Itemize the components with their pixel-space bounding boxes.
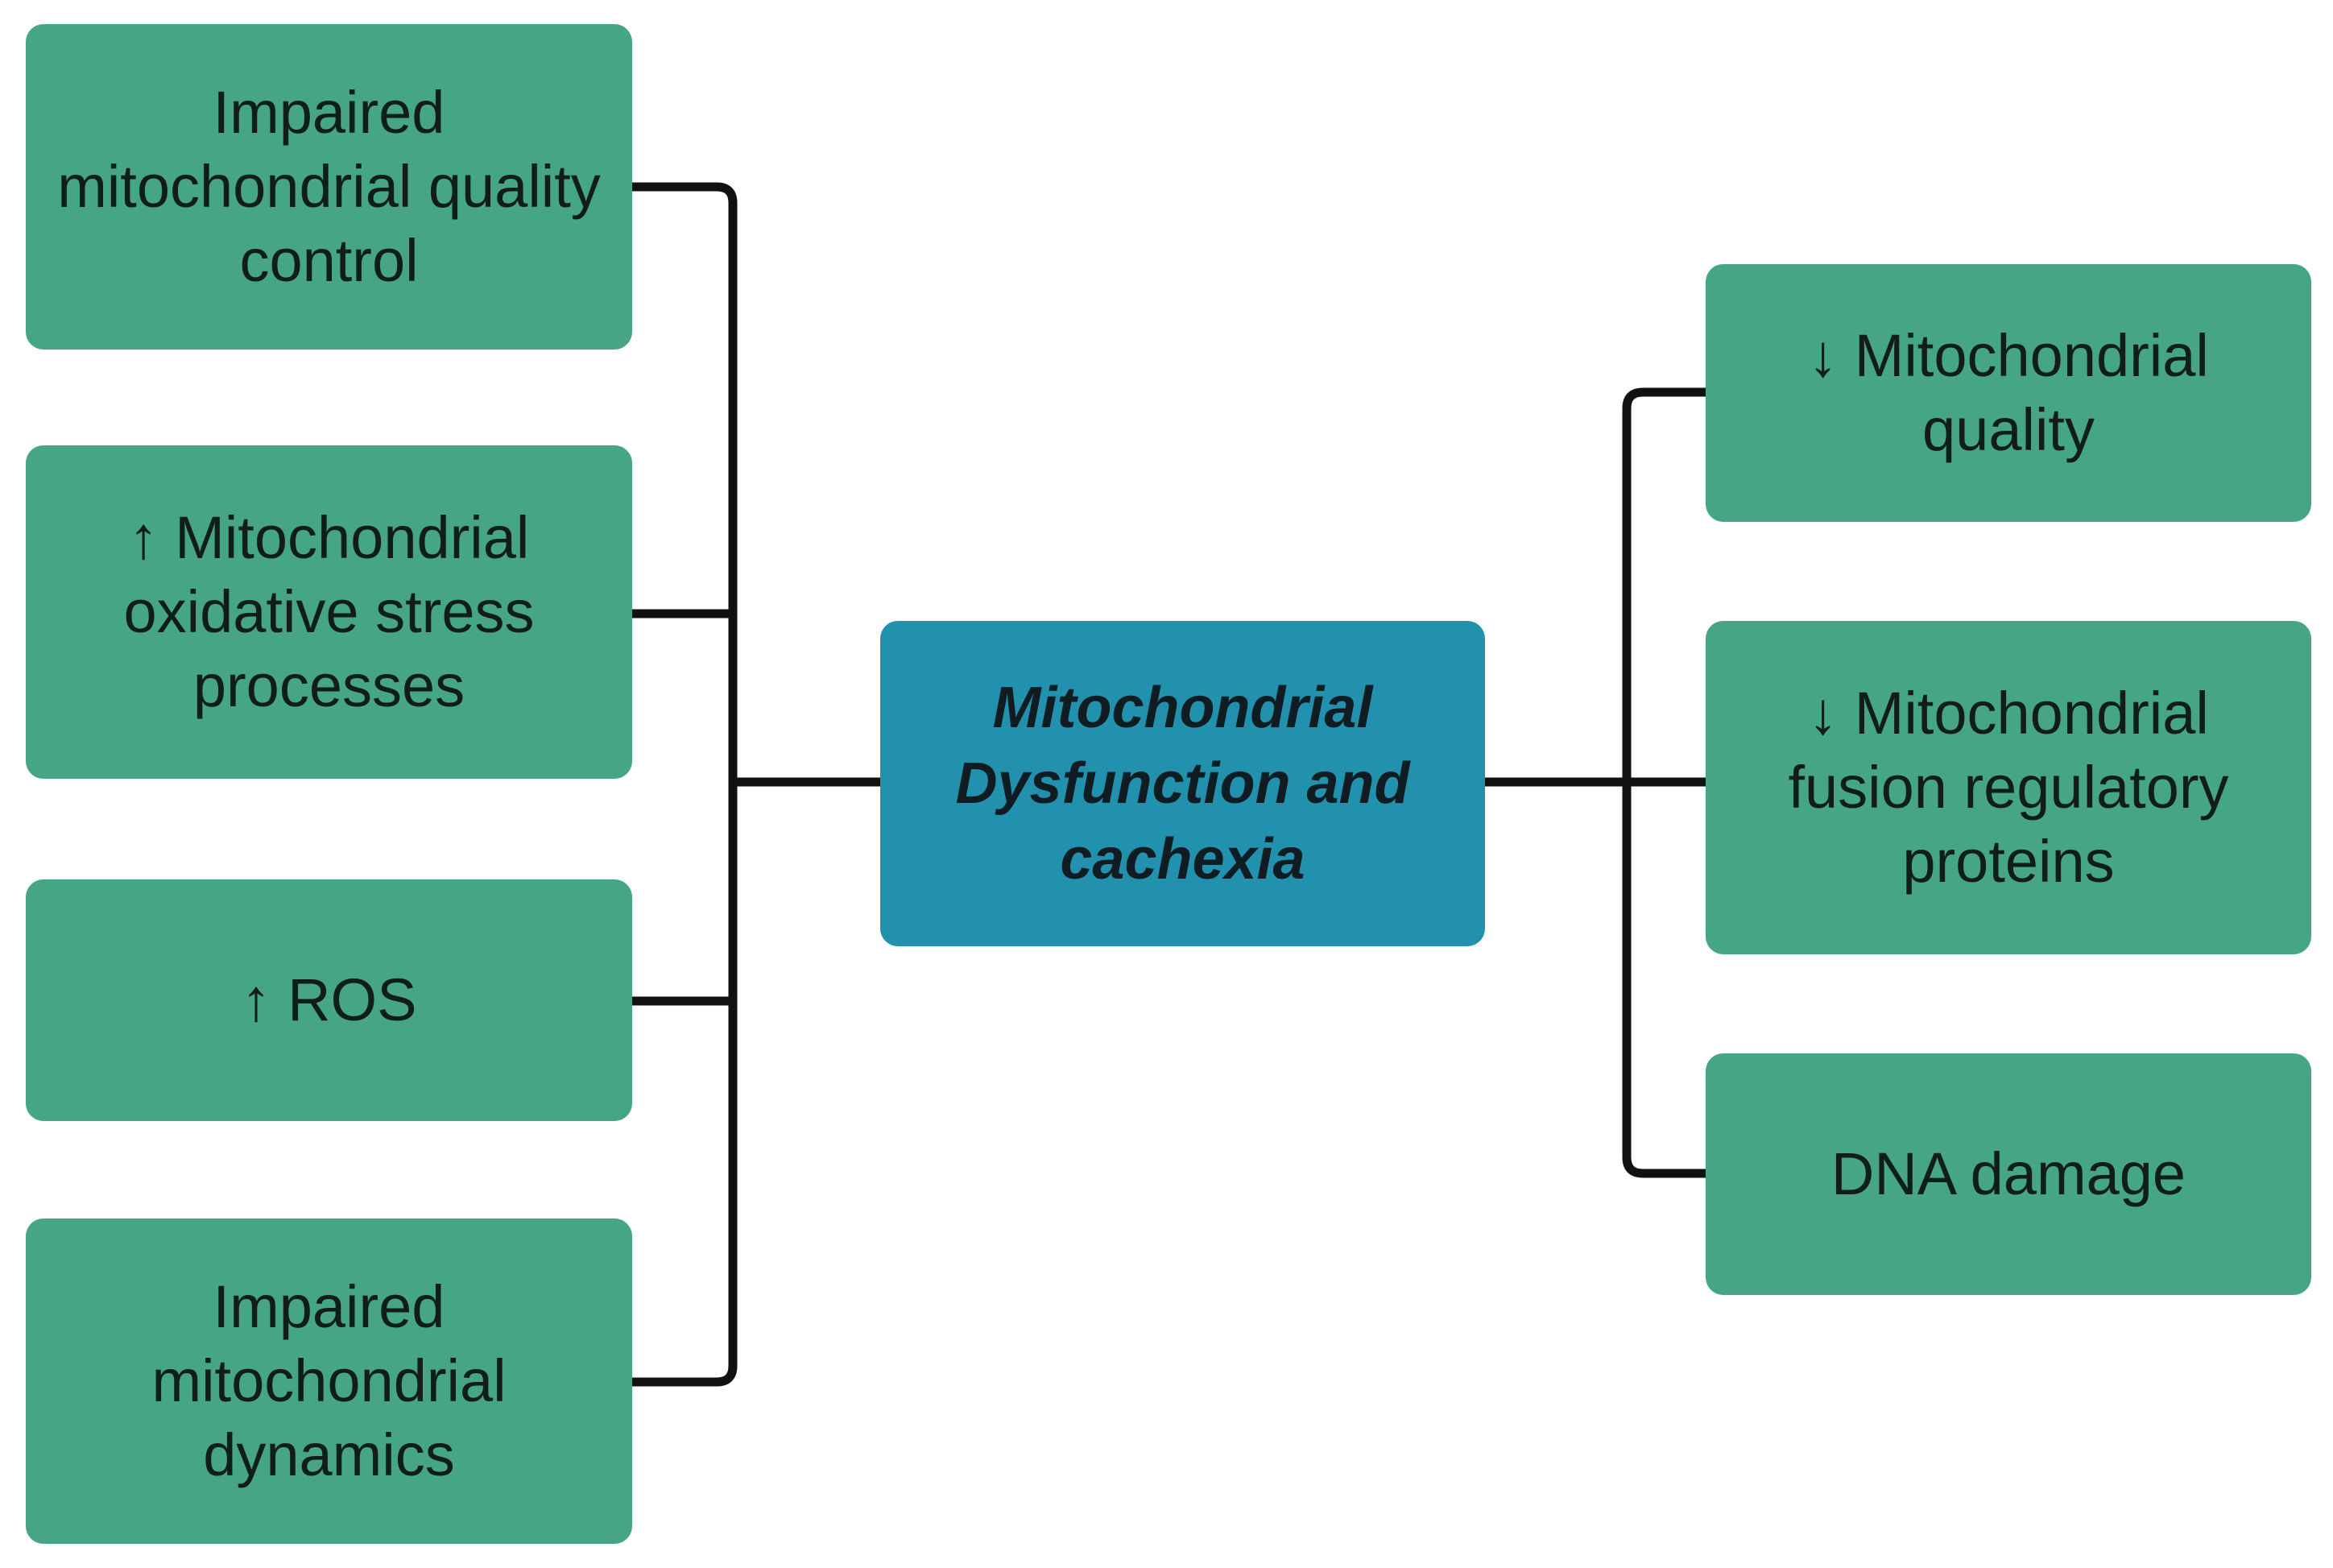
left-box-ros: ↑ ROS (26, 879, 632, 1121)
left-box-oxidative-stress: ↑ Mitochondrial oxidative stress process… (26, 445, 632, 779)
right-box-dna-damage: DNA damage (1706, 1053, 2311, 1295)
left-box-oxidative-stress-label: ↑ Mitochondrial oxidative stress process… (123, 504, 535, 719)
right-bracket (1622, 387, 1706, 1178)
left-box-quality-control-label: Impaired mitochondrial quality control (57, 79, 601, 294)
right-box-fusion-proteins-label: ↓ Mitochondrial fusion regulatory protei… (1788, 680, 2229, 895)
center-box-mitochondrial-dysfunction: Mitochondrial Dysfunction and cachexia (880, 621, 1485, 946)
right-box-dna-damage-label: DNA damage (1830, 1140, 2186, 1207)
left-box-dynamics-label: Impaired mitochondrial dynamics (151, 1273, 507, 1488)
right-box-mitochondrial-quality-label: ↓ Mitochondrial quality (1808, 322, 2209, 463)
left-bracket (632, 182, 738, 1387)
left-box-quality-control: Impaired mitochondrial quality control (26, 24, 632, 350)
right-box-mitochondrial-quality: ↓ Mitochondrial quality (1706, 264, 2311, 522)
center-box-label: Mitochondrial Dysfunction and cachexia (955, 676, 1410, 892)
left-box-dynamics: Impaired mitochondrial dynamics (26, 1218, 632, 1544)
right-box-fusion-proteins: ↓ Mitochondrial fusion regulatory protei… (1706, 621, 2311, 954)
left-box-ros-label: ↑ ROS (241, 966, 417, 1033)
